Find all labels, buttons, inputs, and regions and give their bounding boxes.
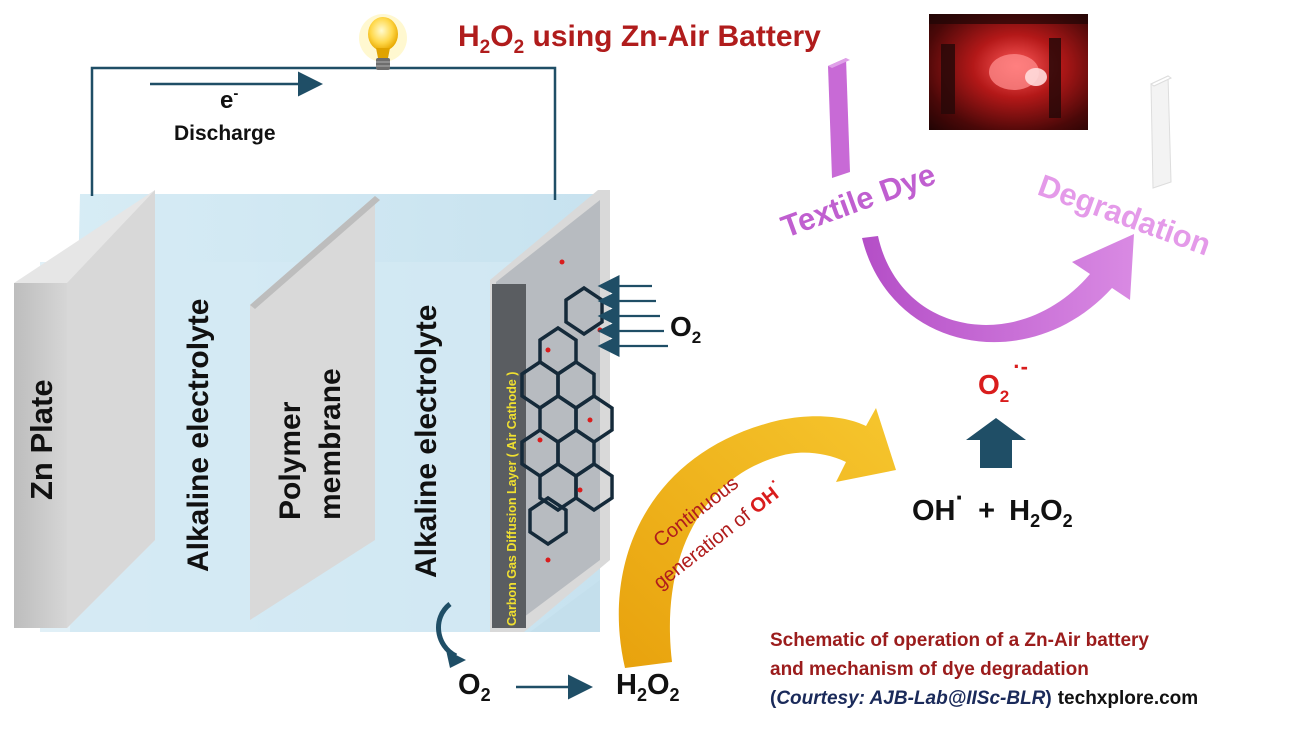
textile-dye-label: Textile Dye: [776, 156, 940, 244]
source-site: techxplore.com: [1057, 688, 1199, 709]
caption-courtesy: Courtesy: AJB-Lab@IISc-BLR: [776, 688, 1046, 709]
led-demo-photo: [929, 14, 1088, 130]
caption-line2: and mechanism of dye degradation: [770, 659, 1089, 680]
caption-line1: Schematic of operation of a Zn-Air batte…: [770, 630, 1149, 651]
electron-label: e-: [220, 85, 238, 114]
dye-cuvette-after: [1149, 75, 1173, 189]
air-cathode: [490, 190, 614, 632]
circuit-wire: [90, 66, 557, 200]
graphene-lattice: [520, 285, 614, 547]
caption-line3: (Courtesy: AJB-Lab@IISc-BLR)techxplore.c…: [770, 688, 1199, 709]
curved-arrow-head: [446, 650, 466, 668]
cathode-label: Carbon Gas Diffusion Layer ( Air Cathode…: [505, 372, 519, 626]
bottom-reactant: O2: [458, 669, 491, 705]
membrane-label-line1: Polymer: [274, 401, 307, 520]
polymer-membrane: [250, 196, 380, 620]
superoxide-label: O2·-: [978, 354, 1028, 406]
figure-caption: Schematic of operation of a Zn-Air batte…: [770, 626, 1295, 713]
dye-cuvette-before: [828, 58, 850, 178]
electrolyte-left-label: Alkaline electrolyte: [182, 299, 215, 572]
zn-plate-label: Zn Plate: [24, 379, 59, 500]
degradation-arrow: [862, 234, 1134, 343]
membrane-label-line2: membrane: [314, 368, 347, 520]
diagram-title: H2O2 using Zn-Air Battery: [458, 20, 821, 58]
oh-generation-arrow: [618, 408, 896, 668]
oh-h2o2-equation: OH·+H2O2: [912, 482, 1073, 531]
zn-plate: [14, 190, 155, 628]
electrolyte-right-label: Alkaline electrolyte: [410, 305, 443, 578]
lightbulb-icon: [359, 14, 407, 70]
oxygen-inlet-label: O2: [670, 311, 701, 347]
discharge-label: Discharge: [174, 122, 276, 145]
up-arrow-icon: [966, 418, 1026, 468]
oxygen-inlet-arrows: [597, 275, 668, 357]
bottom-product: H2O2: [616, 669, 680, 705]
